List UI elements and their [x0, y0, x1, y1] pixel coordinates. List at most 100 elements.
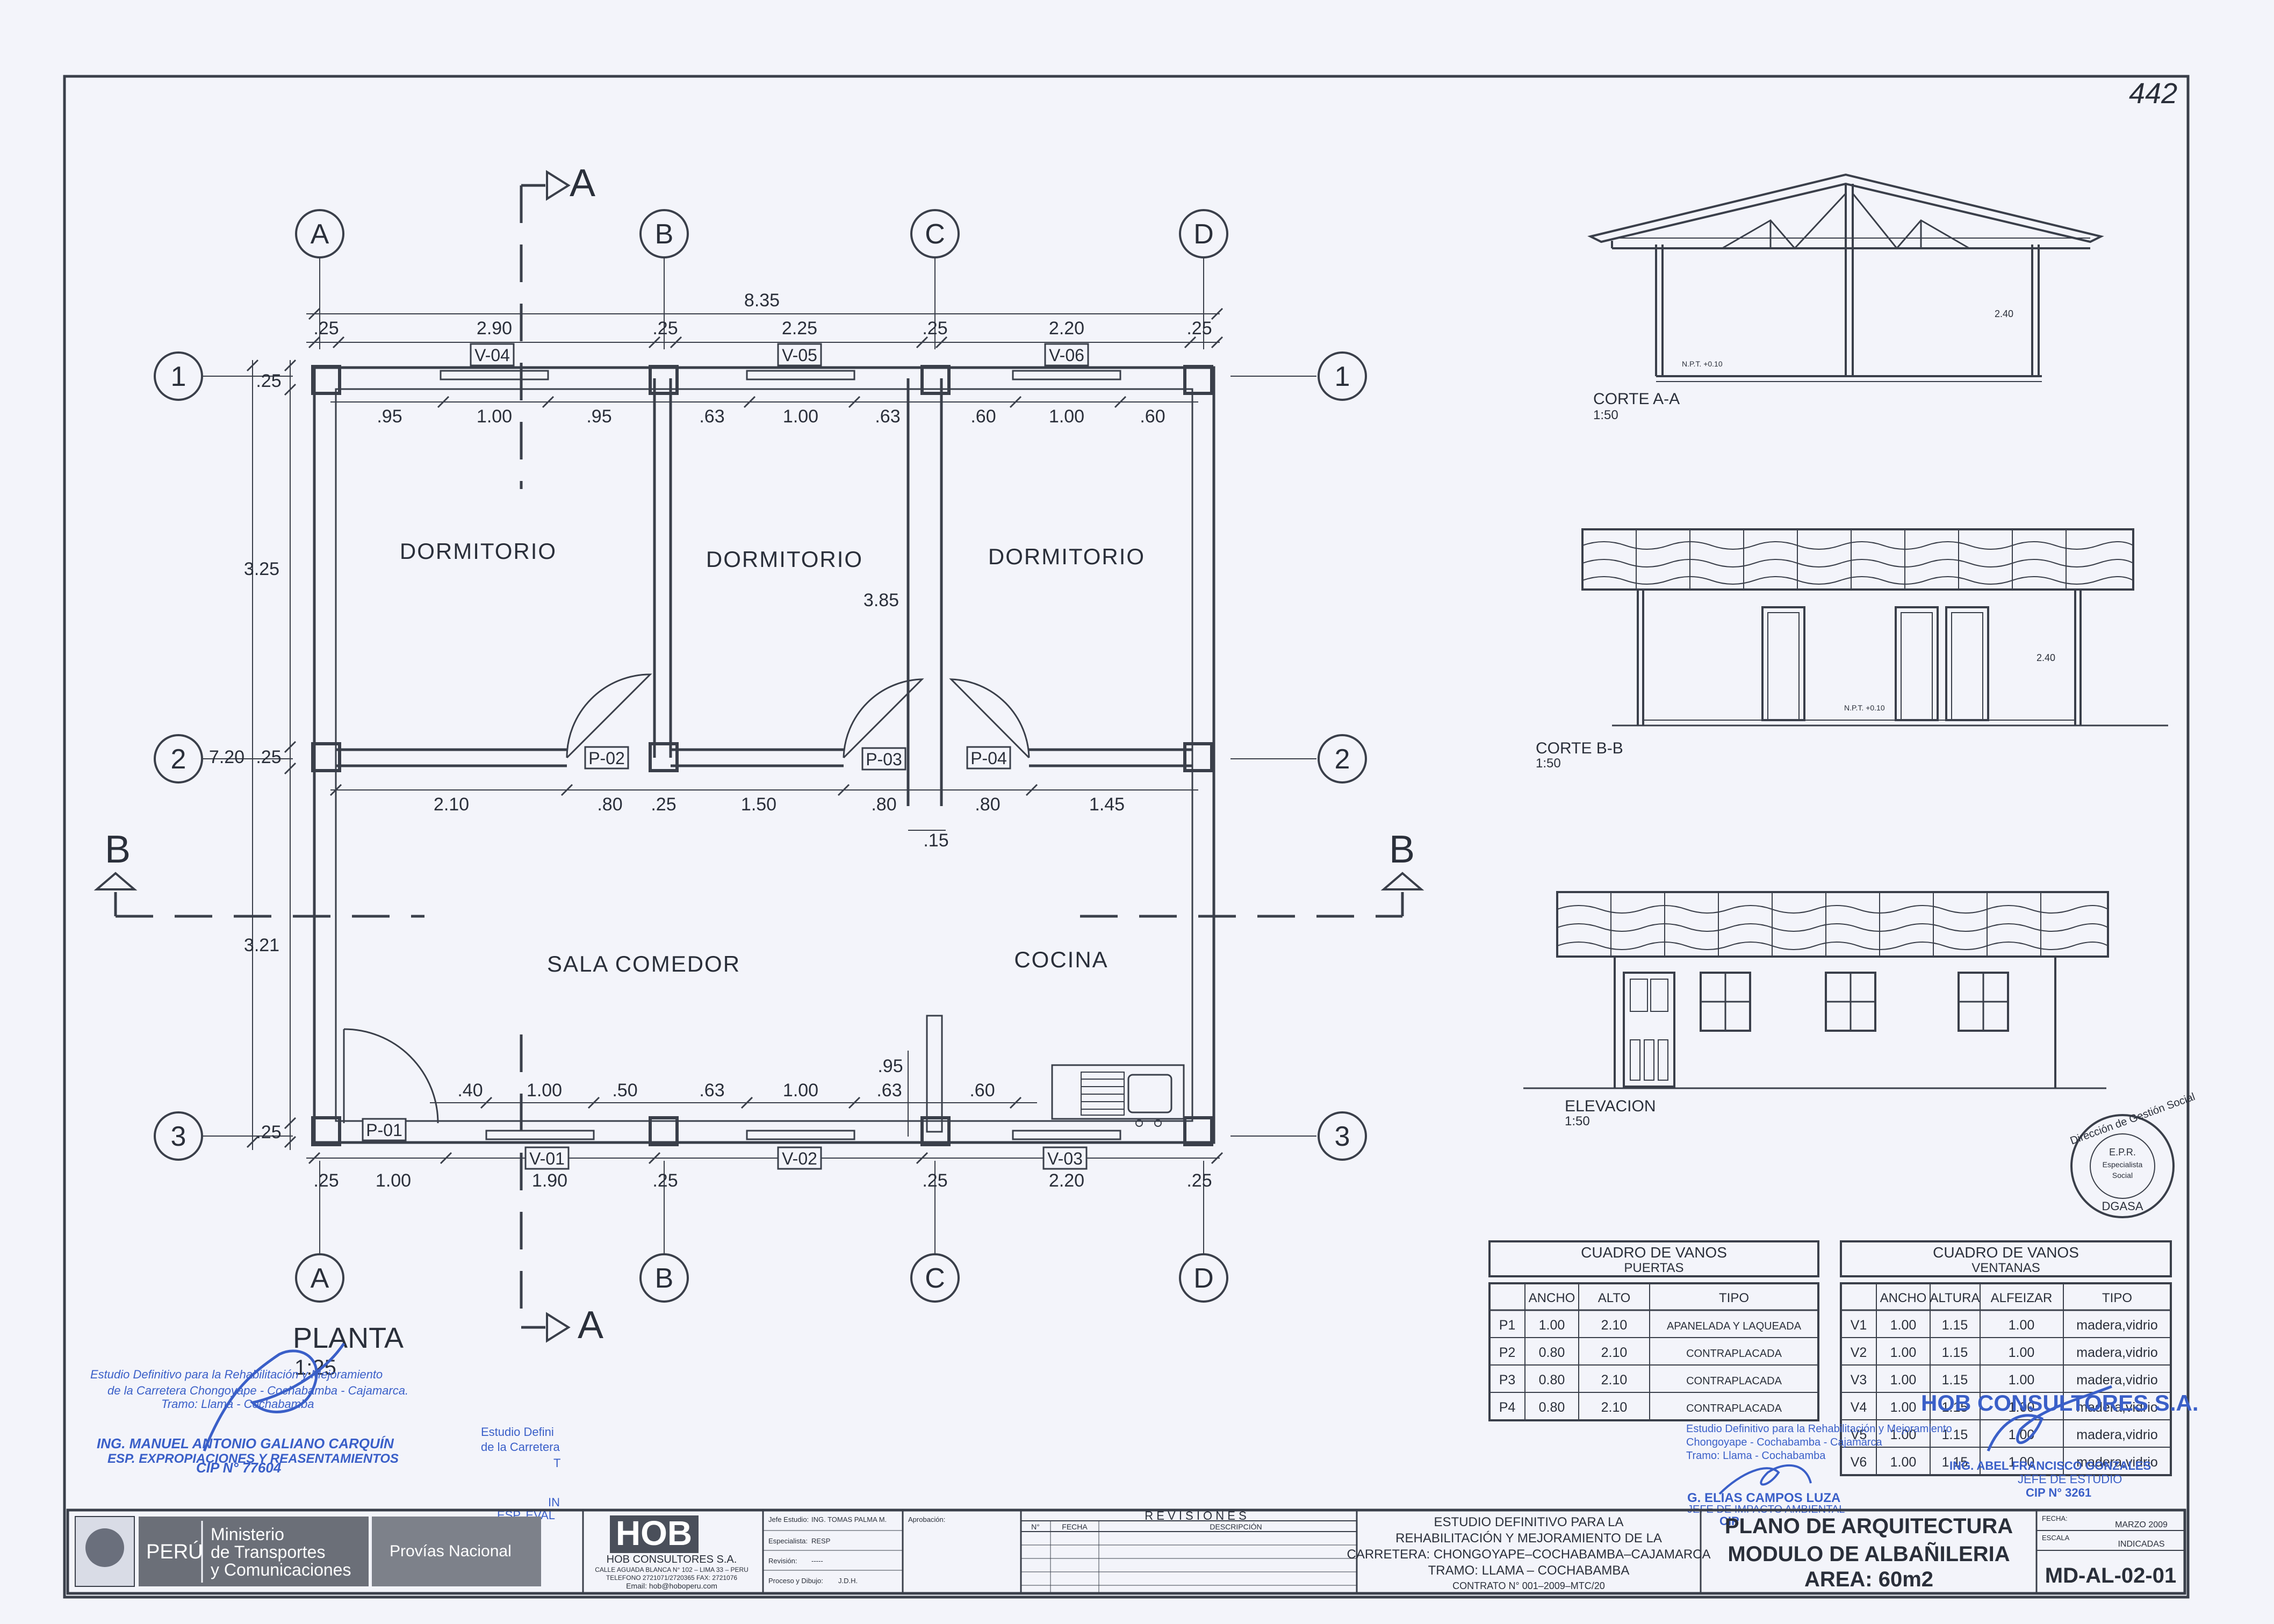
- svg-text:CIP: CIP: [1719, 1514, 1739, 1528]
- signature-right-2: [1718, 1464, 1812, 1495]
- door-table-cell: P3: [1499, 1373, 1516, 1388]
- svg-text:Revisión:: Revisión:: [768, 1557, 797, 1565]
- svg-text:ALFEIZAR: ALFEIZAR: [1991, 1291, 2053, 1305]
- svg-text:ALTO: ALTO: [1598, 1291, 1630, 1305]
- svg-text:N.P.T. +0.10: N.P.T. +0.10: [1682, 360, 1723, 368]
- section-a-bottom-label: A: [578, 1304, 603, 1347]
- project-line-1: ESTUDIO DEFINITIVO PARA LA: [1434, 1515, 1624, 1529]
- svg-text:.63: .63: [876, 1080, 902, 1101]
- door-table-cell: P1: [1499, 1318, 1516, 1333]
- svg-text:.63: .63: [875, 406, 900, 427]
- drawing-title-3: AREA: 60m2: [1804, 1568, 1933, 1591]
- window-table-cell: V4: [1851, 1400, 1867, 1415]
- window-table-cell: madera,vidrio: [2076, 1427, 2157, 1442]
- svg-text:Estudio Definitivo para la Reh: Estudio Definitivo para la Rehabilitació…: [90, 1368, 383, 1381]
- svg-text:7.20: 7.20: [209, 747, 244, 767]
- svg-text:TIPO: TIPO: [2102, 1291, 2132, 1305]
- svg-text:G. ELIAS CAMPOS LUZA: G. ELIAS CAMPOS LUZA: [1687, 1491, 1840, 1505]
- window-table-cell: 1.15: [1942, 1455, 1968, 1470]
- window-schedule-table: [1840, 1240, 2172, 1476]
- stamp-middle: Estudio Defini de la Carretera T IN ESP.…: [481, 1425, 560, 1522]
- svg-text:ANCHO: ANCHO: [1880, 1291, 1927, 1305]
- svg-text:.95: .95: [377, 406, 402, 427]
- door-table-cell: 2.10: [1601, 1345, 1628, 1360]
- window-table-cell: 1.00: [2009, 1455, 2035, 1470]
- svg-text:HOB: HOB: [616, 1514, 692, 1553]
- svg-text:HOB CONSULTORES S.A.: HOB CONSULTORES S.A.: [1921, 1390, 2199, 1415]
- svg-text:de la Carretera Chongoyape - C: de la Carretera Chongoyape - Cochabamba …: [107, 1384, 408, 1397]
- window-table-cell: 1.00: [1890, 1455, 1917, 1470]
- section-a-a-scale: 1:50: [1593, 408, 1618, 422]
- svg-text:1.00: 1.00: [1049, 406, 1084, 427]
- axis-label-3-right: 3: [1335, 1121, 1350, 1152]
- door-table-cell: 2.10: [1601, 1400, 1628, 1415]
- svg-text:FECHA: FECHA: [1062, 1522, 1088, 1531]
- plan-inner-wall: [335, 388, 1193, 1122]
- svg-text:Email: hob@hoboperu.com: Email: hob@hoboperu.com: [626, 1582, 717, 1590]
- floor-plan: [311, 365, 1215, 1146]
- svg-text:CARRETERA: CHONGOYAPE–COCHABAM: CARRETERA: CHONGOYAPE–COCHABAMBA–CAJAMAR…: [1347, 1547, 1710, 1562]
- svg-text:.25: .25: [313, 318, 339, 339]
- door-table-cell: 0.80: [1539, 1400, 1565, 1415]
- room-living-dining: SALA COMEDOR: [547, 951, 740, 976]
- svg-text:.25: .25: [652, 1170, 678, 1191]
- svg-text:.25: .25: [256, 371, 281, 391]
- door-table-subtitle: PUERTAS: [1624, 1261, 1683, 1275]
- window-table-cell: V6: [1851, 1455, 1867, 1470]
- svg-text:.25: .25: [1186, 1170, 1212, 1191]
- svg-text:1.00: 1.00: [477, 406, 512, 427]
- window-table-cell: 1.15: [1942, 1345, 1968, 1360]
- svg-text:.63: .63: [699, 1080, 724, 1101]
- svg-text:2.25: 2.25: [782, 318, 817, 339]
- svg-text:TIPO: TIPO: [1719, 1291, 1749, 1305]
- svg-text:.60: .60: [970, 406, 996, 427]
- window-table-cell: V5: [1851, 1427, 1867, 1442]
- door-table-cell: APANELADA Y LAQUEADA: [1667, 1320, 1802, 1332]
- axis-label-2-left: 2: [171, 744, 186, 775]
- window-table-cell: V3: [1851, 1373, 1867, 1388]
- svg-text:.25: .25: [256, 1122, 281, 1142]
- svg-text:IN: IN: [548, 1496, 560, 1509]
- axis-label-2-right: 2: [1335, 744, 1350, 775]
- door-table-cell: 1.00: [1539, 1318, 1565, 1333]
- stamp-right: HOB CONSULTORES S.A. Estudio Definitivo …: [1686, 1390, 2199, 1528]
- svg-text:.60: .60: [969, 1080, 995, 1101]
- window-table-subtitle: VENTANAS: [1971, 1261, 2040, 1275]
- drawing-title-2: MODULO DE ALBAÑILERIA: [1728, 1541, 2010, 1566]
- drawing-title-1: PLANO DE ARQUITECTURA: [1725, 1514, 2013, 1538]
- svg-text:2.40: 2.40: [1995, 308, 2013, 319]
- sheet-border: [63, 75, 2190, 1599]
- svg-text:TELEFONO 2721071/2720365 FAX:: TELEFONO 2721071/2720365 FAX: 2721076: [606, 1574, 737, 1582]
- svg-text:Especialista:: Especialista:: [768, 1537, 808, 1545]
- elevation-scale: 1:50: [1565, 1114, 1590, 1129]
- svg-text:Estudio Defini: Estudio Defini: [481, 1425, 554, 1439]
- svg-text:CIP N° 3261: CIP N° 3261: [2026, 1486, 2091, 1499]
- svg-text:2.90: 2.90: [477, 318, 512, 339]
- door-table-cell: 2.10: [1601, 1318, 1628, 1333]
- stamp-left: Estudio Definitivo para la Rehabilitació…: [90, 1368, 408, 1476]
- svg-text:Tramo: Llama - Cochabamba: Tramo: Llama - Cochabamba: [1686, 1450, 1826, 1462]
- axis-label-c-top: C: [925, 219, 945, 250]
- axis-label-1-left: 1: [171, 361, 186, 392]
- window-table-cell: 1.00: [2009, 1318, 2035, 1333]
- room-bedroom-2: DORMITORIO: [706, 547, 863, 572]
- country-label: PERÚ: [146, 1540, 203, 1563]
- axis-label-1-right: 1: [1335, 361, 1350, 392]
- svg-text:3.85: 3.85: [863, 590, 899, 610]
- svg-text:.60: .60: [1140, 406, 1165, 427]
- svg-text:1.00: 1.00: [783, 406, 818, 427]
- window-tag-v06: V-06: [1049, 346, 1084, 365]
- axis-label-c-bottom: C: [925, 1263, 945, 1294]
- svg-text:Especialista: Especialista: [2103, 1160, 2143, 1169]
- svg-text:.25: .25: [922, 1170, 947, 1191]
- svg-text:HOB CONSULTORES S.A.: HOB CONSULTORES S.A.: [607, 1554, 737, 1565]
- svg-text:ESP. EXPROPIACIONES Y REASENTA: ESP. EXPROPIACIONES Y REASENTAMIENTOS: [107, 1451, 399, 1466]
- svg-text:REHABILITACIÓN Y MEJORAMIENTO: REHABILITACIÓN Y MEJORAMIENTO DE LA: [1395, 1531, 1662, 1546]
- door-table-title: CUADRO DE VANOS: [1581, 1244, 1727, 1261]
- svg-text:.80: .80: [871, 794, 896, 815]
- door-table-cell: CONTRAPLACADA: [1686, 1403, 1782, 1414]
- axis-label-a-top: A: [311, 219, 329, 250]
- axis-label-d-bottom: D: [1193, 1263, 1214, 1294]
- section-a-a-title: CORTE A-A: [1593, 390, 1680, 408]
